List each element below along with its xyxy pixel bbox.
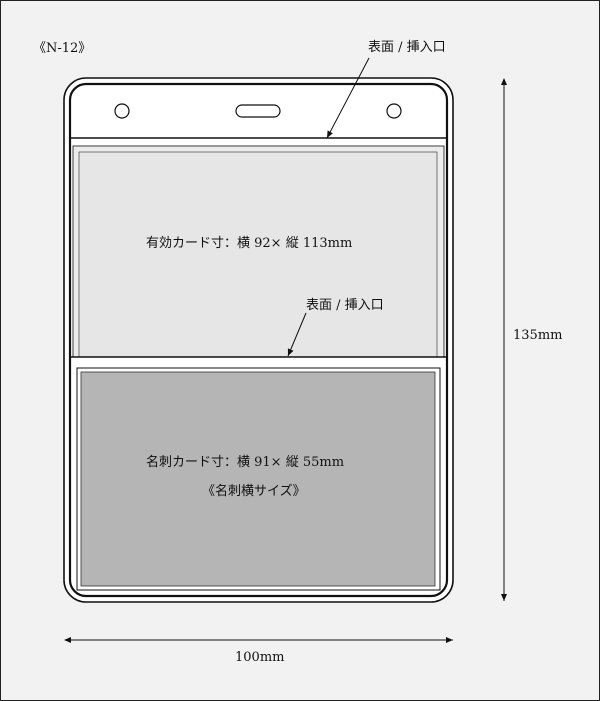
front-insert-label-top: 表面 / 挿入口 xyxy=(368,40,446,55)
width-dimension-label: 100mm xyxy=(235,650,285,665)
insert-arrow-middle xyxy=(287,312,307,357)
model-code: 《N-12》 xyxy=(33,41,92,56)
height-dimension-label: 135mm xyxy=(513,328,563,343)
lower-pocket-label: 名刺カード寸：横 91× 縦 55mm xyxy=(146,455,345,470)
lower-pocket-card-area xyxy=(80,371,436,587)
upper-pocket-card-area xyxy=(78,151,438,358)
left-hole xyxy=(114,103,130,119)
insert-arrow-top xyxy=(326,57,370,139)
upper-pocket-label: 有効カード寸：横 92× 縦 113mm xyxy=(146,236,353,251)
right-hole xyxy=(386,103,402,119)
lower-pocket-sublabel: 《名刺横サイズ》 xyxy=(202,484,306,499)
lanyard-slot xyxy=(235,104,281,118)
front-insert-label-middle: 表面 / 挿入口 xyxy=(306,298,384,313)
